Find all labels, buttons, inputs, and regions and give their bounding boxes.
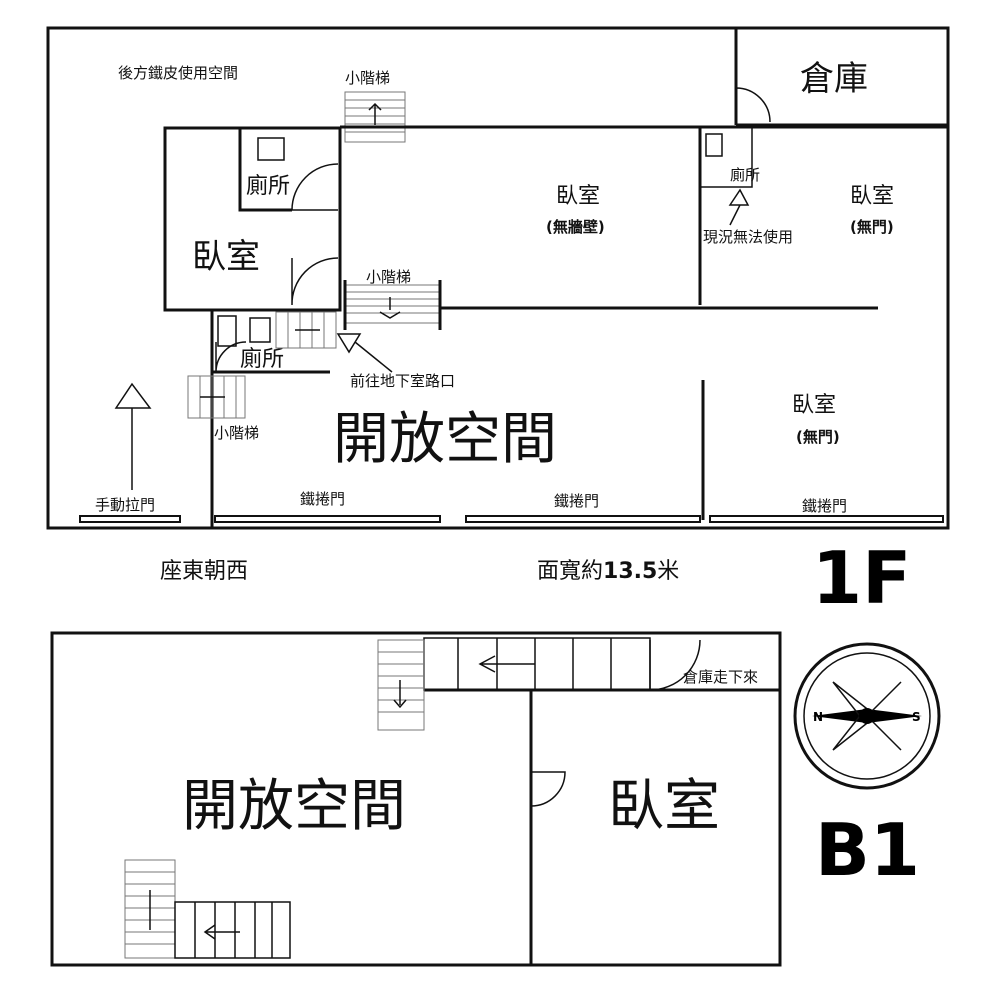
roller-door-2-label: 鐵捲門 bbox=[554, 492, 599, 510]
bedroom-front-note: (無門) bbox=[796, 428, 840, 446]
storage-label: 倉庫 bbox=[800, 59, 868, 99]
roller-door-3-label: 鐵捲門 bbox=[802, 497, 847, 515]
toilet-right bbox=[699, 126, 753, 188]
bedroom-left-wall bbox=[163, 126, 342, 312]
bedroom-center-label: 臥室 bbox=[556, 184, 600, 209]
basement-access-label: 前往地下室路口 bbox=[350, 372, 455, 390]
toilet-lower-label: 廁所 bbox=[240, 347, 284, 372]
stairs-top-label: 小階梯 bbox=[345, 69, 390, 87]
frontage-label: 面寬約13.5米 bbox=[537, 559, 679, 584]
from-storage-label: 倉庫走下來 bbox=[683, 668, 758, 686]
stairs-top: 小階梯 bbox=[344, 69, 406, 143]
bedroom-b1-label: 臥室 bbox=[608, 774, 720, 839]
stairs-mid: 小階梯 bbox=[343, 268, 442, 330]
floor-b1: 倉庫走下來 開放空間 臥室 B1 bbox=[50, 631, 920, 967]
storage-room: 倉庫 bbox=[734, 28, 948, 127]
stairs-left-label: 小階梯 bbox=[214, 424, 259, 442]
toilet-right-label: 廁所 bbox=[730, 166, 760, 184]
manual-door-label: 手動拉門 bbox=[95, 496, 155, 514]
bedroom-front-label: 臥室 bbox=[792, 393, 836, 418]
orientation-label: 座東朝西 bbox=[160, 559, 248, 584]
roller-door-1-label: 鐵捲門 bbox=[300, 490, 345, 508]
compass-north: N bbox=[813, 710, 823, 724]
stairs-basement bbox=[275, 311, 337, 349]
floor-1f: 倉庫 後方鐵皮使用空間 小階梯 廁所 臥室 臥室 (無牆壁) 廁所 現況無法使用… bbox=[46, 26, 950, 620]
stairs-b1-top bbox=[377, 637, 651, 731]
toilet-upper-label: 廁所 bbox=[246, 174, 290, 199]
compass-icon: N S bbox=[793, 642, 941, 790]
floor-1f-label: 1F bbox=[812, 536, 911, 620]
roller-door-2 bbox=[465, 515, 701, 523]
bedroom-right-note: (無門) bbox=[850, 218, 894, 236]
stairs-left: 小階梯 bbox=[187, 375, 259, 442]
floor-b1-label: B1 bbox=[815, 808, 920, 892]
open-space-b1-label: 開放空間 bbox=[182, 774, 406, 839]
stairs-b1-bottom bbox=[124, 859, 291, 959]
compass-south: S bbox=[912, 710, 921, 724]
rear-space-label: 後方鐵皮使用空間 bbox=[118, 64, 238, 82]
outer-wall-b1 bbox=[50, 631, 782, 967]
bedroom-left-label: 臥室 bbox=[192, 237, 260, 277]
toilet-icon bbox=[257, 137, 285, 161]
roller-door-1 bbox=[214, 515, 441, 523]
manual-door bbox=[79, 515, 181, 523]
bedroom-right-label: 臥室 bbox=[850, 184, 894, 209]
outer-wall-1f bbox=[46, 26, 950, 530]
arrow-up-icon bbox=[114, 382, 152, 490]
toilet-right-note: 現況無法使用 bbox=[703, 228, 793, 246]
door-swing bbox=[530, 771, 566, 807]
stairs-mid-label: 小階梯 bbox=[366, 268, 411, 286]
open-space-1f-label: 開放空間 bbox=[333, 407, 557, 472]
roller-door-3 bbox=[709, 515, 944, 523]
bedroom-center-note: (無牆壁) bbox=[546, 218, 605, 236]
